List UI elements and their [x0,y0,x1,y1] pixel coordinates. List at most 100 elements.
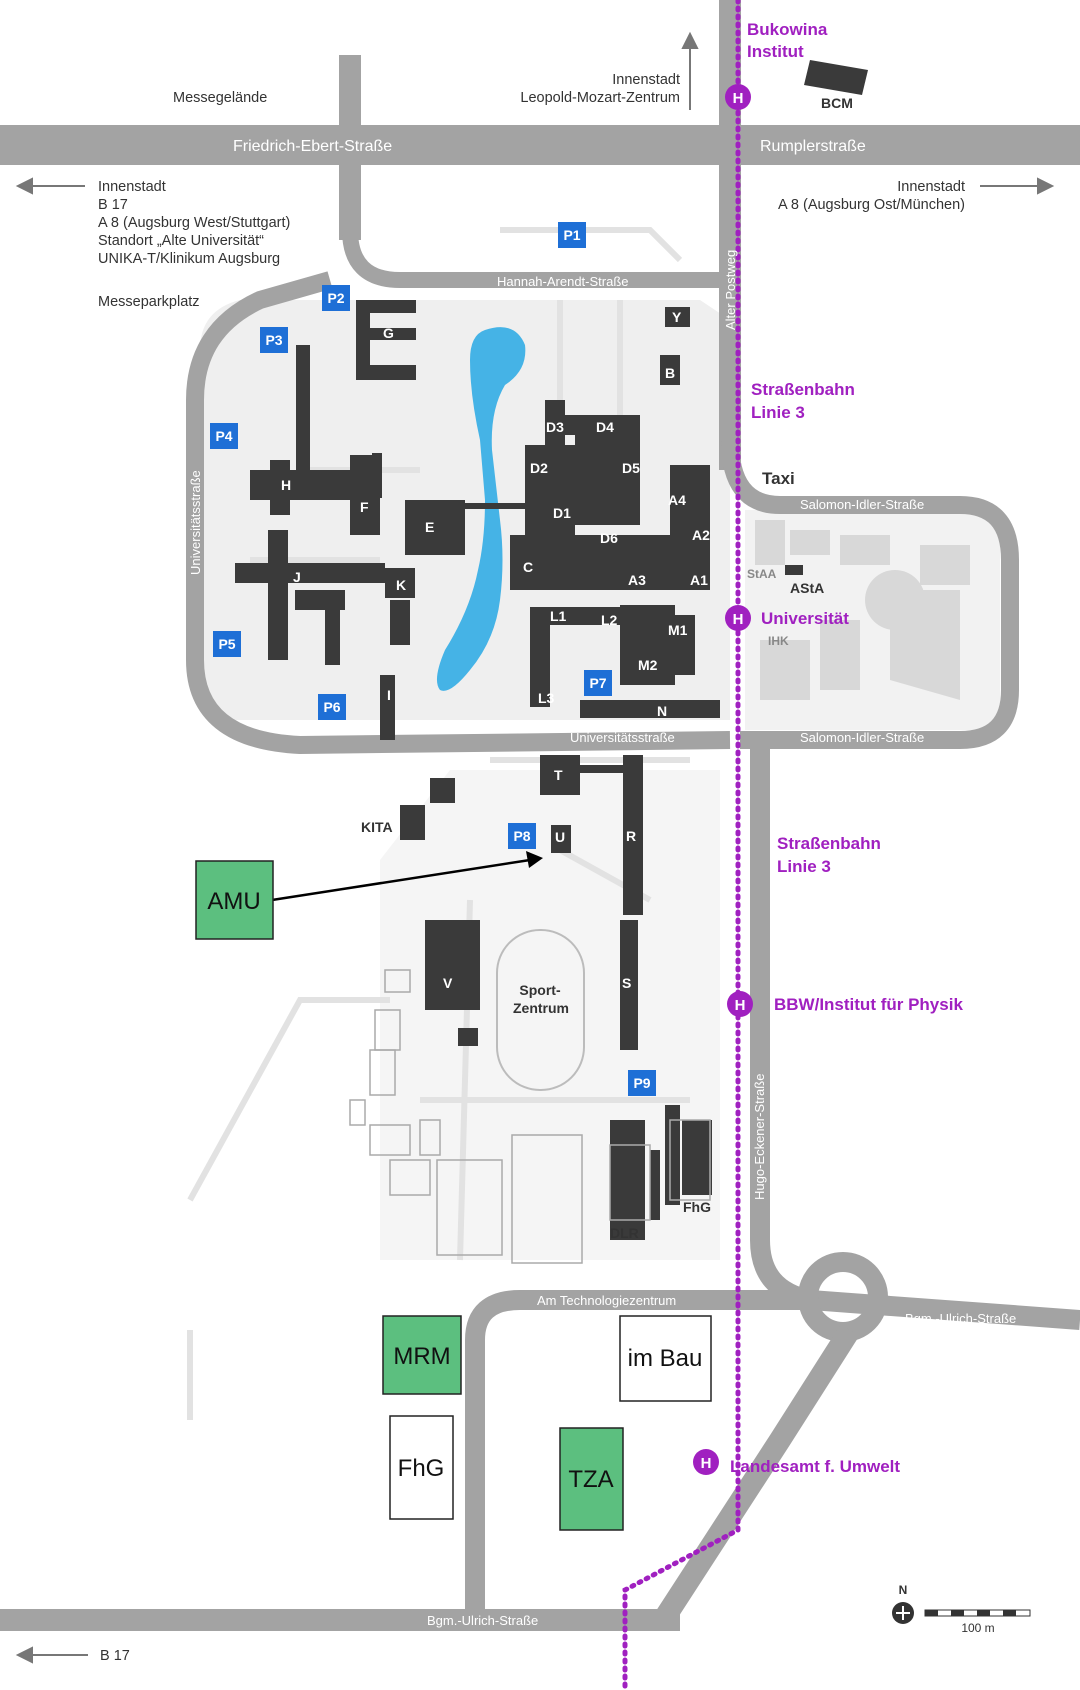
direction-messegelaende: Messegelände [173,90,267,106]
tram-label-linie-top-1: Straßenbahn [751,380,855,399]
tram-labels: Bukowina Institut Straßenbahn Linie 3 Un… [730,20,963,1476]
southeast-road [650,1324,860,1631]
parking-p4: P4 [210,423,238,449]
parking-p2: P2 [322,285,350,311]
building-label-b: B [665,365,675,381]
parking-p6: P6 [318,694,346,720]
svg-text:P6: P6 [323,699,340,715]
building-label-t: T [554,767,563,783]
tram-label-bukowina-2: Institut [747,42,804,61]
building-label-d6: D6 [600,530,618,546]
sport-label-1: Sport- [519,982,561,998]
svg-text:MRM: MRM [393,1343,450,1370]
tram-label-bbw: BBW/Institut für Physik [774,995,963,1014]
amu-pointer-arrow [271,851,543,902]
east-arrow-head [1037,177,1055,195]
direction-b17-bottom: B 17 [100,1648,130,1664]
box-amu: AMU [195,860,274,940]
bottom-west-arrow-head [15,1646,33,1664]
svg-text:P7: P7 [589,675,606,691]
tram-label-linie-mid-1: Straßenbahn [777,834,881,853]
parking-p9: P9 [628,1070,656,1096]
direction-messeparkplatz: Messeparkplatz [98,294,200,310]
svg-text:H: H [735,997,746,1014]
box-im-bau: im Bau [619,1315,712,1402]
road-label-rumpler: Rumplerstraße [760,138,866,155]
hannah-arendt-road [342,229,720,288]
building-label-c: C [523,559,533,575]
building-label-ihk: IHK [768,634,789,648]
building-label-r: R [626,828,636,844]
svg-text:H: H [701,1455,712,1472]
direction-leopold-mozart: Leopold-Mozart-Zentrum [520,90,680,106]
universitaet-road [186,271,731,755]
svg-text:H: H [733,611,744,628]
building-label-a1: A1 [690,572,708,588]
building-label-k: K [396,577,406,593]
svg-text:TZA: TZA [568,1466,613,1493]
building-label-y: Y [672,309,682,325]
road-label-salomon-bottom: Salomon-Idler-Straße [800,730,924,745]
direction-left-line: B 17 [98,197,128,213]
parking-markers: P1 P2 P3 P4 P5 P6 P7 P8 P9 [210,222,656,1096]
road-label-hannah-arendt: Hannah-Arendt-Straße [497,274,629,289]
svg-text:P9: P9 [633,1075,650,1091]
parking-p8: P8 [508,823,536,849]
svg-text:P1: P1 [563,227,580,243]
building-label-s: S [622,975,631,991]
svg-text:P3: P3 [265,332,282,348]
west-arrow-head [15,177,33,195]
building-label-a3: A3 [628,572,646,588]
parking-p1: P1 [558,222,586,248]
building-label-d2: D2 [530,460,548,476]
direction-left-line: UNIKA-T/Klinikum Augsburg [98,251,280,267]
building-label-v: V [443,975,453,991]
road-label-bgm-ulrich-right: Bgm.-Ulrich-Straße [905,1311,1016,1326]
road-label-technologiezentrum: Am Technologiezentrum [537,1293,676,1308]
building-label-d1: D1 [553,505,571,521]
direction-left-line: Innenstadt [98,179,166,195]
direction-right-innenstadt: Innenstadt [897,179,965,195]
tram-line [622,0,741,1690]
svg-text:H: H [733,90,744,107]
salomon-idler-road [721,439,1019,749]
pale-buildings [755,520,970,700]
tram-stop-universitaet: H [725,605,751,631]
north-label: N [899,1583,908,1597]
outline-buildings [349,969,711,1264]
building-label-e: E [425,519,434,535]
road-label-salomon-top: Salomon-Idler-Straße [800,497,924,512]
tram-label-linie-mid-2: Linie 3 [777,857,831,876]
building-label-j: J [293,569,301,585]
parking-p7: P7 [584,670,612,696]
building-label-l3: L3 [538,690,555,706]
building-label-bcm: BCM [821,95,853,111]
tram-label-landesamt: Landesamt f. Umwelt [730,1457,900,1476]
box-fhg: FhG [389,1415,454,1520]
road-label-bgm-ulrich-bottom: Bgm.-Ulrich-Straße [427,1613,538,1628]
building-label-a2: A2 [692,527,710,543]
road-label-universitaet-left: Universitätsstraße [188,470,203,575]
north-arrow-head [681,31,699,49]
sport-label-2: Zentrum [513,1000,569,1016]
building-label-m1: M1 [668,622,688,638]
building-label-g: G [383,325,394,341]
svg-text:P2: P2 [327,290,344,306]
svg-text:AMU: AMU [207,888,260,915]
sport-track [496,929,585,1091]
road-label-alter-postweg: Alter Postweg [723,250,738,330]
taxi-label: Taxi [762,469,795,488]
building-label-asta: AStA [790,580,824,596]
road-label-universitaet-bottom: Universitätsstraße [570,730,675,745]
box-mrm: MRM [382,1315,462,1395]
road-label-hugo-eckener: Hugo-Eckener-Straße [752,1074,767,1200]
svg-text:P4: P4 [215,428,232,444]
technologiezentrum-road [465,1290,810,1620]
scale-distance: 100 m [961,1621,994,1635]
direction-left-line: Standort „Alte Universität“ [98,233,264,249]
tram-label-universitaet: Universität [761,609,849,628]
building-label-kita: KITA [361,819,393,835]
building-label-u: U [555,829,565,845]
svg-text:im Bau: im Bau [628,1345,703,1372]
